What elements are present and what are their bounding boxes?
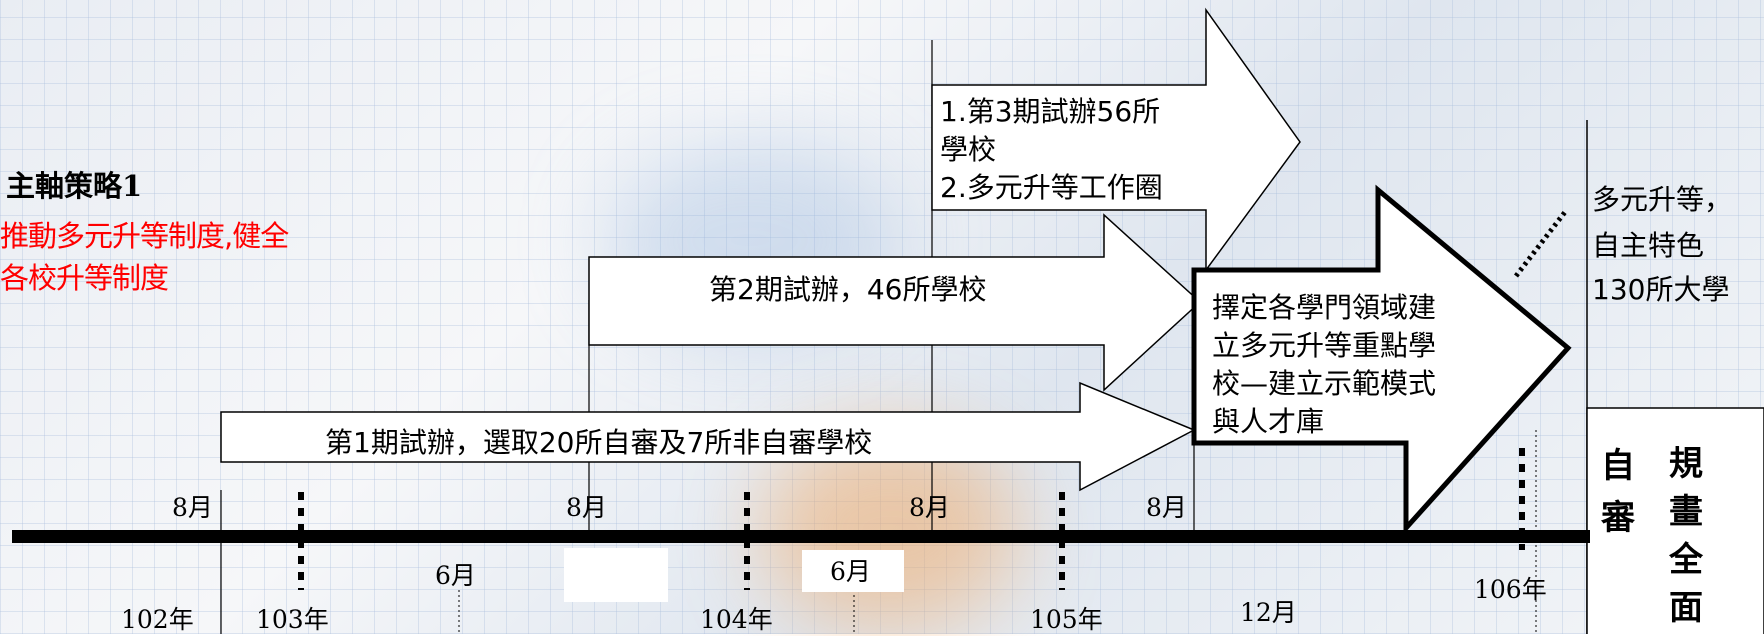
year-label: 103年 xyxy=(256,605,329,634)
month-label: 6月 xyxy=(830,557,871,586)
year-label: 105年 xyxy=(1030,605,1103,634)
phase4-label-1: 擇定各學門領域建 xyxy=(1212,291,1437,324)
phase4-arrow xyxy=(1191,184,1572,535)
month-label: 8月 xyxy=(909,493,950,522)
strategy-heading: 主軸策略1 xyxy=(6,169,143,203)
year-label: 104年 xyxy=(700,605,773,634)
month-label: 8月 xyxy=(1146,493,1187,522)
goal-pointer xyxy=(1514,210,1567,278)
timeline-bar xyxy=(12,530,1590,543)
strategy-line1: 推動多元升等制度,健全 xyxy=(0,219,289,253)
phase3-label-1: 1.第3期試辦56所 xyxy=(940,95,1161,128)
month-label: 6月 xyxy=(435,561,476,590)
goal-line3: 130所大學 xyxy=(1592,273,1730,306)
phase4-label-4: 與人才庫 xyxy=(1212,405,1325,438)
phase3-label-3: 2.多元升等工作圈 xyxy=(940,171,1163,204)
cover-box xyxy=(802,550,904,592)
strategy-line2: 各校升等制度 xyxy=(0,261,169,295)
month-label: 12月 xyxy=(1240,598,1297,627)
month-label: 8月 xyxy=(172,493,213,522)
year-label: 106年 xyxy=(1474,575,1547,604)
phase1-label: 第1期試辦，選取20所自審及7所非自審學校 xyxy=(325,426,873,459)
year-label: 102年 xyxy=(121,605,194,634)
phase1-arrow xyxy=(220,381,1196,492)
phase3-arrow xyxy=(931,7,1301,273)
goal-line2: 自主特色 xyxy=(1592,229,1705,262)
phase2-arrow xyxy=(588,213,1202,392)
phase3-label-2: 學校 xyxy=(940,133,997,166)
cover-box xyxy=(564,548,668,602)
side-box xyxy=(1586,407,1764,634)
goal-line1: 多元升等， xyxy=(1592,183,1733,216)
side-box-col1: 自審 xyxy=(1601,446,1635,538)
phase4-label-2: 立多元升等重點學 xyxy=(1212,329,1437,362)
side-box-col2: 規畫全面 xyxy=(1669,444,1703,628)
phase2-label: 第2期試辦，46所學校 xyxy=(709,273,987,306)
phase4-label-3: 校—建立示範模式 xyxy=(1212,367,1437,400)
month-label: 8月 xyxy=(566,493,607,522)
